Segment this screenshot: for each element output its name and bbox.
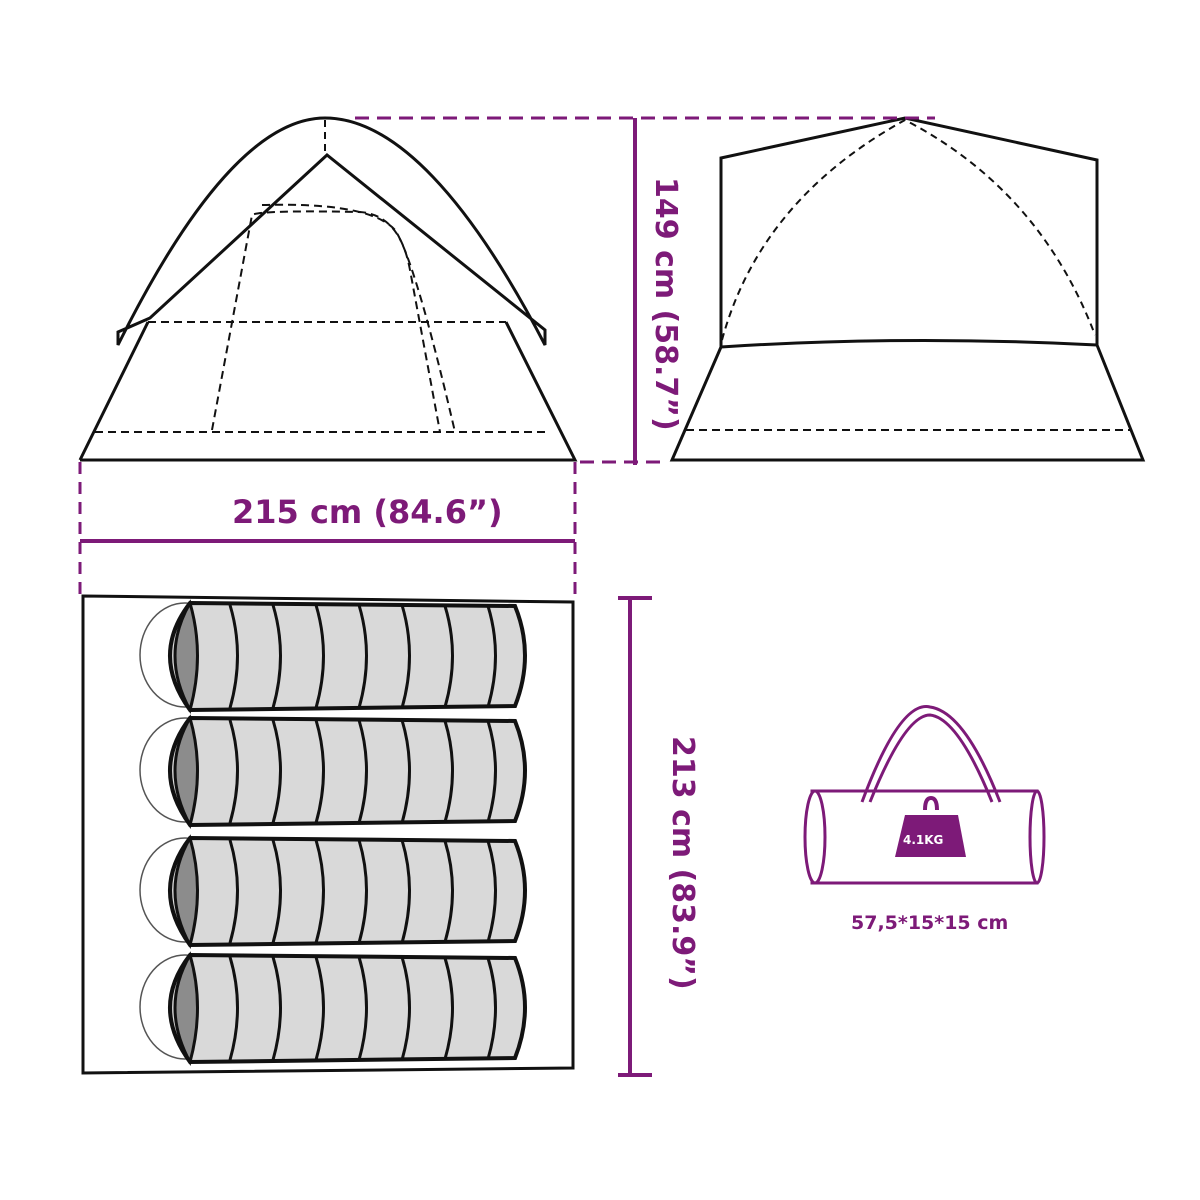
weight-label: 4.1KG xyxy=(903,833,944,847)
package-size-label: 57,5*15*15 cm xyxy=(851,912,1009,934)
sleeping-bag xyxy=(139,834,527,949)
tent-side-view xyxy=(78,116,578,462)
sleeping-bag xyxy=(139,714,527,829)
dimension-lines xyxy=(78,116,935,1077)
sleeping-bag xyxy=(139,951,527,1066)
height-dimension-label: 149 cm (58.7”) xyxy=(648,177,683,431)
width-dimension-label: 215 cm (84.6”) xyxy=(232,493,503,531)
length-dimension-label: 213 cm (83.9”) xyxy=(665,736,700,990)
sleeping-bag xyxy=(139,599,527,714)
tent-floor-plan xyxy=(81,594,575,1075)
carry-bag-icon xyxy=(803,705,1046,885)
tent-front-view xyxy=(669,116,1146,462)
weight-icon xyxy=(895,795,966,857)
